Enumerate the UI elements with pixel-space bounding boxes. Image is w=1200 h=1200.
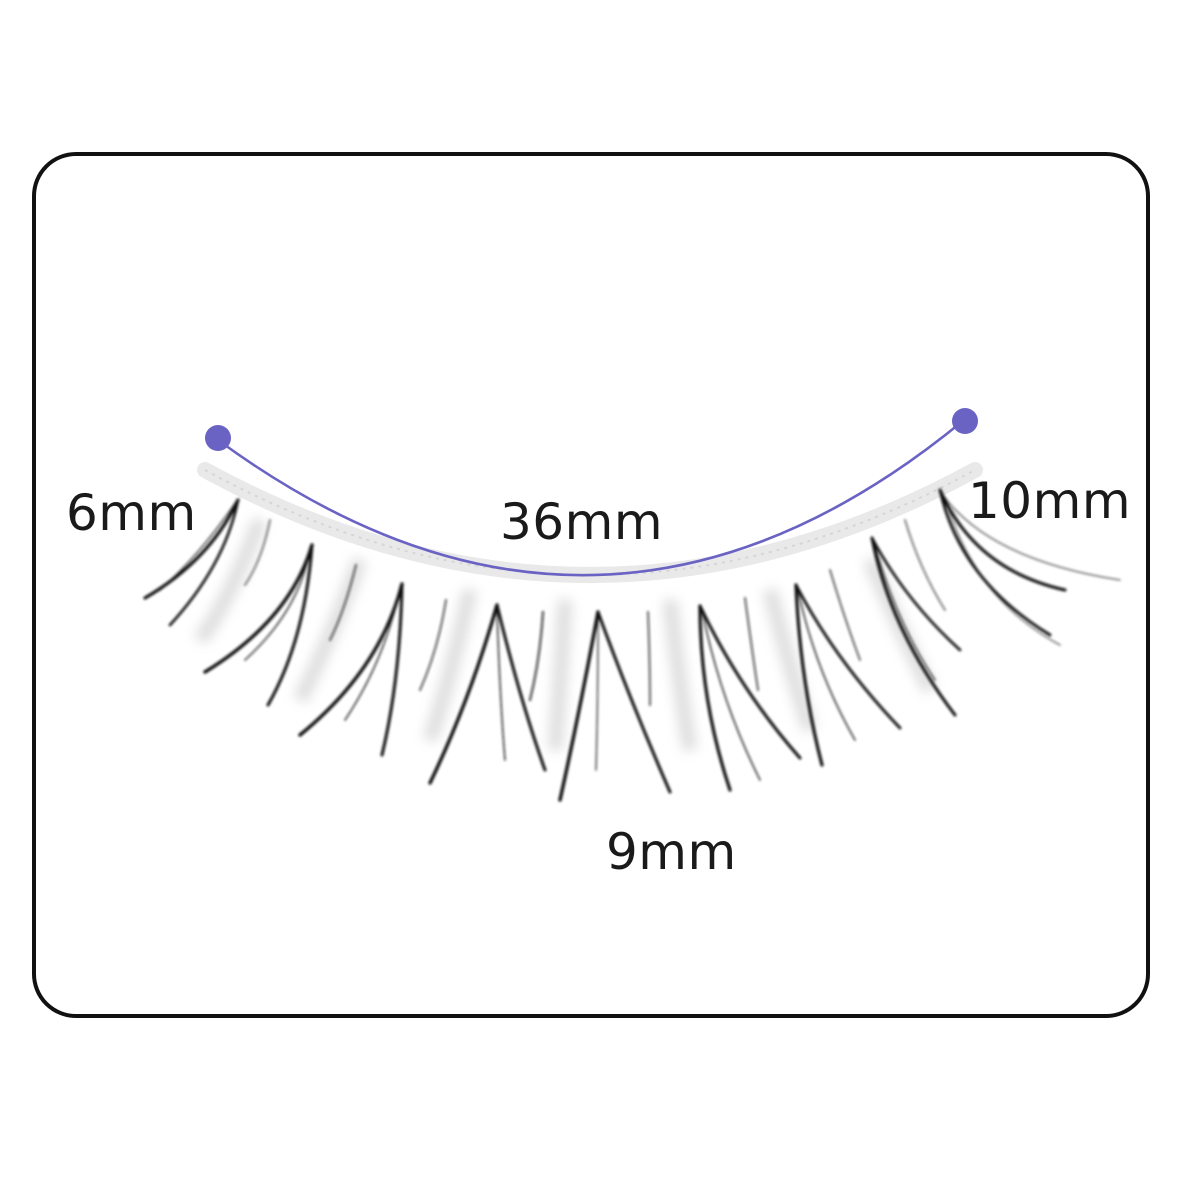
lash-cluster-3 [298, 582, 448, 757]
band-length-arc [205, 408, 978, 577]
band-length-label: 36mm [500, 493, 664, 551]
lash-cluster-1 [143, 498, 271, 627]
lash-cluster-6 [698, 596, 802, 792]
arc-right-endpoint-dot-icon [952, 408, 978, 434]
lash-shadows [194, 517, 937, 752]
lash-cluster-4 [428, 603, 547, 785]
lash-cluster-7 [794, 569, 902, 767]
lash-cluster-9 [938, 488, 1121, 646]
inner-length-label: 6mm [66, 484, 197, 542]
lash-clusters [143, 488, 1121, 802]
outer-length-label: 10mm [968, 472, 1132, 530]
lash-cluster-5 [558, 610, 672, 802]
lash-cluster-2 [203, 543, 358, 707]
middle-length-label: 9mm [606, 823, 737, 881]
diagram-frame [32, 152, 1150, 1018]
arc-left-endpoint-dot-icon [205, 425, 231, 451]
lash-cluster-8 [870, 519, 962, 717]
